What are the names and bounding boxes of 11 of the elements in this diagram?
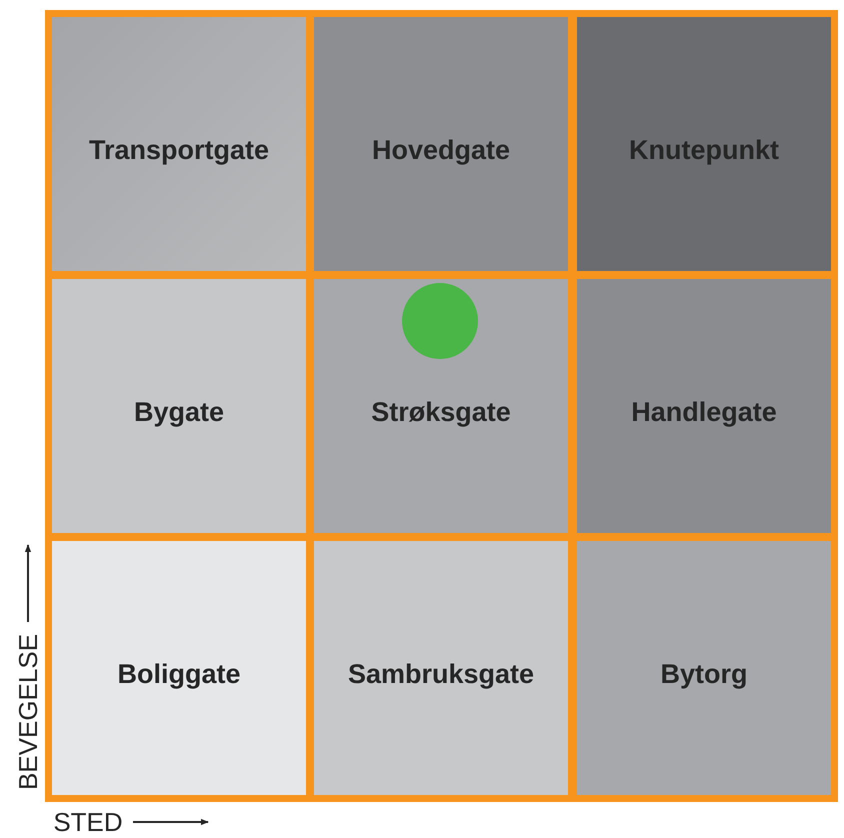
cell-label: Boliggate [117, 658, 240, 690]
axis-label: BEVEGELSE [15, 634, 41, 790]
cell-label: Bygate [134, 396, 224, 428]
cell-label: Transportgate [88, 134, 270, 166]
cell-label: Strøksgate [371, 396, 511, 428]
cell-label: Handlegate [631, 396, 777, 428]
cell-label: Bytorg [660, 658, 748, 690]
cell-label: Knutepunkt [629, 134, 779, 166]
cell-label: Sambruksgate [348, 658, 534, 690]
axis-label: STED [53, 809, 123, 835]
cell-label: Hovedgate [372, 134, 510, 166]
